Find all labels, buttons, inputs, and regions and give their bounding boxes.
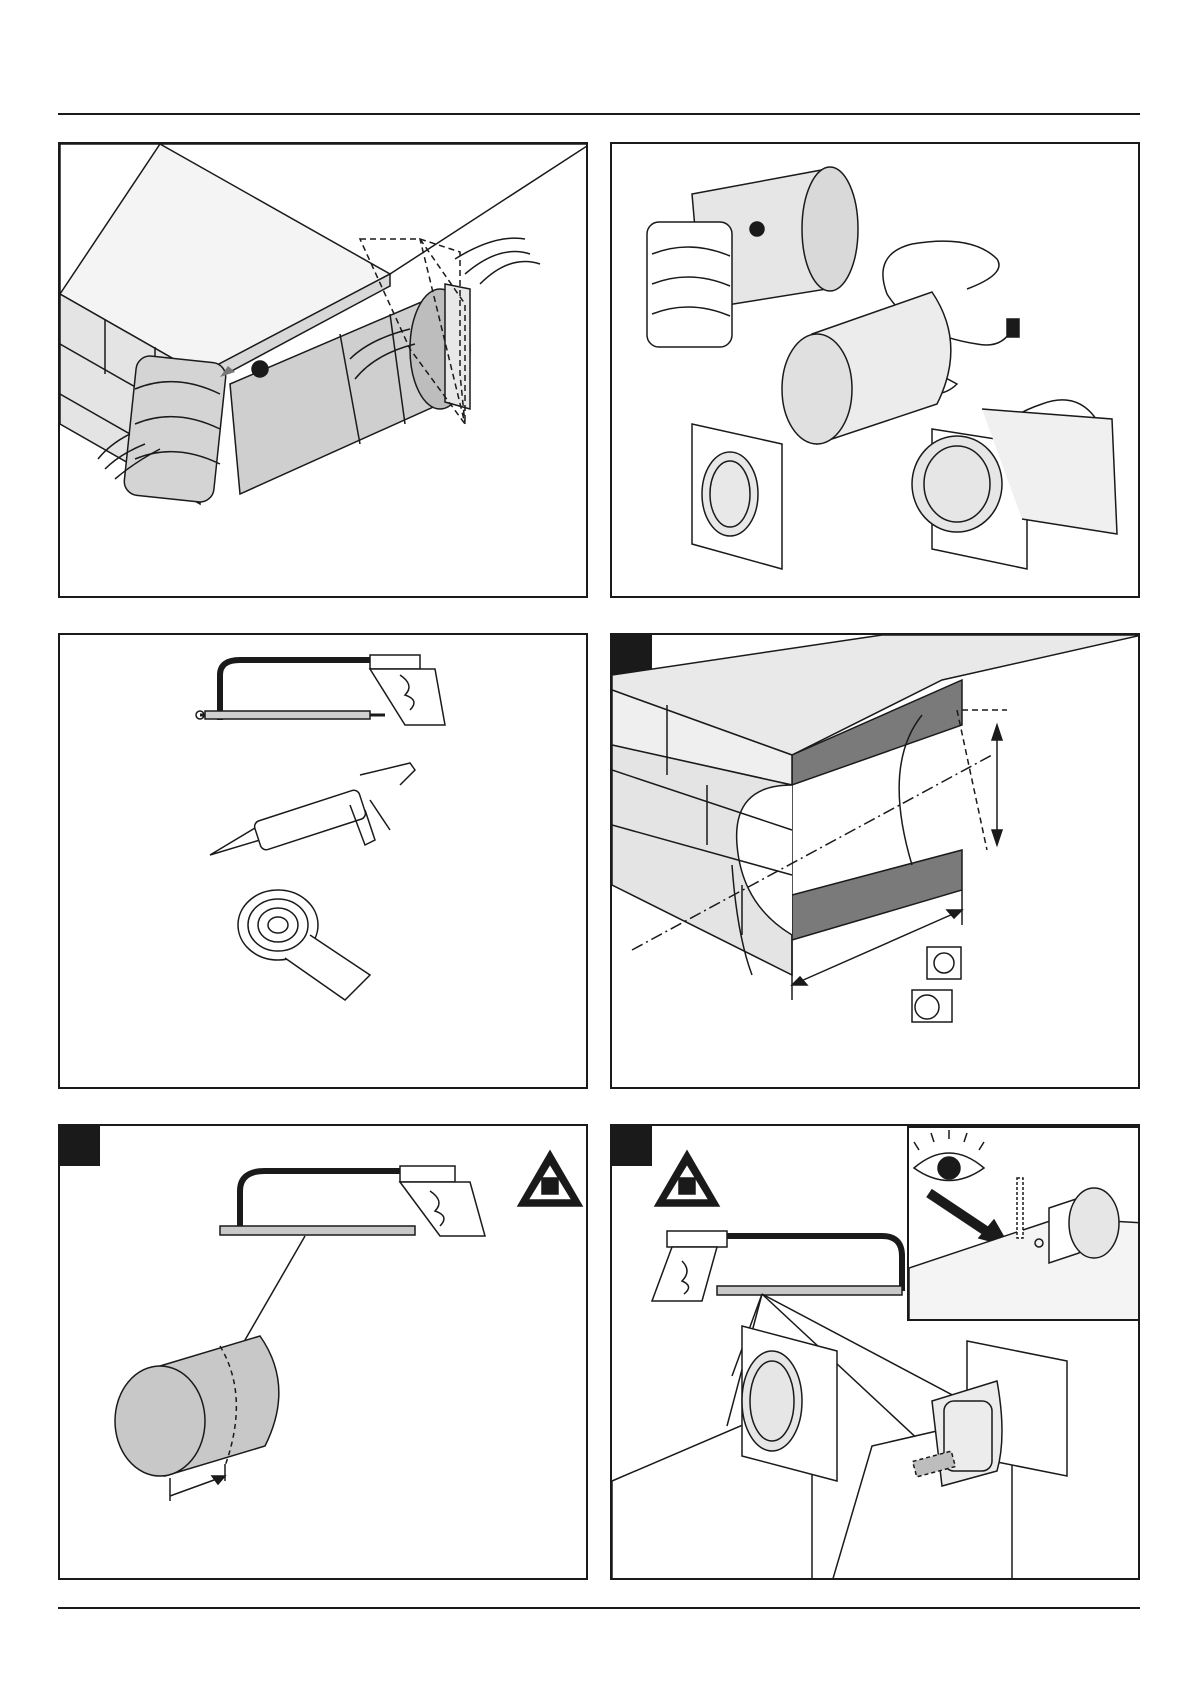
installation-overview-illustration [60,144,588,598]
panel-wall-opening-dimensions [610,633,1140,1089]
hand-hazard-warning-icon [655,1151,719,1206]
panel-cut-duct-adapters [610,1124,1140,1580]
cut-pipe-illustration [60,1126,588,1580]
footer-rule [58,1607,1140,1609]
hand-hazard-warning-icon [518,1151,582,1206]
panel-kit-contents [610,142,1140,598]
hacksaw-icon [652,1231,902,1301]
caulking-gun-icon [210,763,415,855]
eye-inspection-inset [907,1126,1140,1321]
panel-cut-pipe-to-length [58,1124,588,1580]
inspection-illustration [909,1128,1140,1321]
eye-inspection-icon [914,1130,984,1181]
kit-contents-illustration [612,144,1140,598]
tape-roll-icon [238,890,370,1000]
hacksaw-icon [196,655,445,725]
header-rule [58,113,1140,115]
panel-installation-overview [58,142,588,598]
hacksaw-icon [220,1166,485,1236]
required-tools-illustration [60,635,588,1089]
panel-required-tools [58,633,588,1089]
wall-opening-illustration [612,635,1140,1089]
